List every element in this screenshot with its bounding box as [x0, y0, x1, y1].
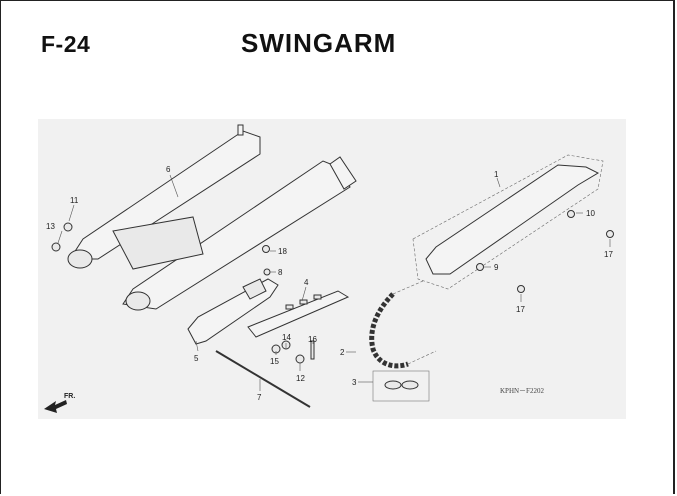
callout-7: 7	[257, 393, 262, 402]
bolt-17b-part	[517, 285, 525, 293]
callout-14: 14	[282, 333, 291, 342]
leader-5	[195, 340, 199, 352]
washer-8-part	[263, 268, 271, 276]
callout-13: 13	[46, 222, 55, 231]
callout-12: 12	[296, 374, 305, 383]
swingarm-part	[67, 124, 357, 311]
callout-5: 5	[194, 354, 199, 363]
pivot-bolt-part	[215, 350, 311, 408]
chain-case-part	[412, 154, 604, 290]
callout-15: 15	[270, 357, 279, 366]
callout-8: 8	[278, 268, 283, 277]
callout-6: 6	[166, 165, 171, 174]
leader-4	[301, 286, 307, 302]
diagram-reference-code: KPHN－F2202	[500, 387, 544, 395]
section-code: F-24	[41, 31, 91, 57]
callout-10: 10	[586, 209, 595, 218]
collar-10-part	[567, 210, 575, 218]
master-link-part	[372, 370, 430, 402]
bolt-17a-part	[606, 230, 614, 238]
callout-18: 18	[278, 247, 287, 256]
callout-3: 3	[352, 378, 357, 387]
front-direction-arrow: FR.	[44, 393, 75, 413]
drive-chain-part	[369, 280, 437, 369]
exploded-parts-diagram: FR. 6 11 13 18	[38, 119, 626, 419]
page-title: SWINGARM	[241, 28, 397, 58]
nut-13-part	[51, 242, 61, 252]
pin-16-part	[310, 340, 315, 360]
callout-11: 11	[70, 196, 79, 205]
callout-17-upper: 17	[604, 250, 613, 259]
collar-9-part	[476, 263, 484, 271]
leader-1	[496, 177, 501, 188]
callout-4: 4	[304, 278, 309, 287]
chain-guide-part	[247, 290, 350, 338]
callout-16: 16	[308, 335, 317, 344]
nut-12-part	[295, 354, 305, 364]
bolt-18-part	[262, 245, 270, 253]
callout-1: 1	[494, 170, 499, 179]
leader-6	[169, 174, 179, 198]
direction-label: FR.	[64, 393, 75, 400]
chain-slider-part	[187, 278, 279, 345]
callout-17-lower: 17	[516, 305, 525, 314]
leader-11	[68, 204, 75, 222]
bolt-11-part	[63, 222, 73, 232]
callout-2: 2	[340, 348, 345, 357]
leader-13	[57, 230, 63, 244]
callout-9: 9	[494, 263, 499, 272]
